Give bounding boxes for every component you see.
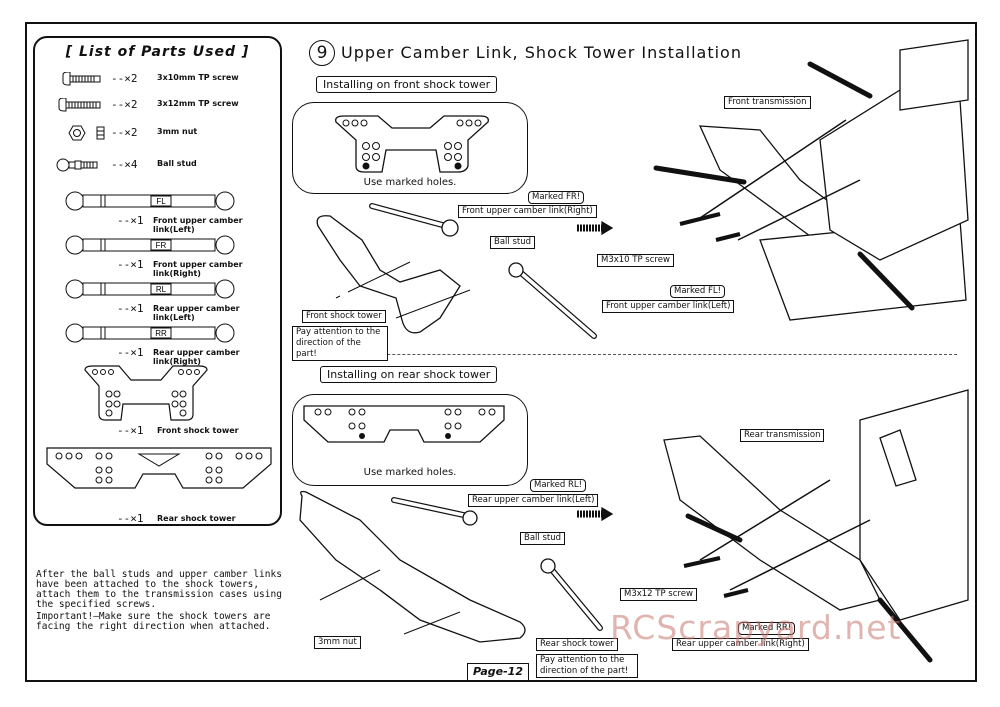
callout-front-shock-tower: Front shock tower <box>302 310 386 323</box>
page-number: Page-12 <box>467 663 529 681</box>
part-row-rear-link-right: RR --×1 Rear upper camber link(Right) <box>35 322 280 366</box>
ball-stud-icon <box>56 158 98 172</box>
instruction-note: After the ball studs and upper camber li… <box>36 569 282 610</box>
screw-icon <box>58 98 101 112</box>
part-row-front-tower: --×1 Front shock tower <box>35 364 280 440</box>
part-name: 3x10mm TP screw <box>157 73 239 82</box>
parts-list-title: [ List of Parts Used ] <box>65 44 250 60</box>
link-tag: FR <box>156 241 167 250</box>
part-name: Rear shock tower <box>157 514 236 523</box>
watermark: RCScrapyard.net <box>610 608 902 647</box>
callout-m3x10-screw: M3x10 TP screw <box>597 254 674 267</box>
callout-marked-fl: Marked FL! <box>670 285 726 298</box>
part-name: Rear upper camber link(Left) <box>153 304 240 322</box>
part-qty: --×1 <box>117 346 144 359</box>
part-qty: --×2 <box>111 98 138 111</box>
callout-front-link-right: Front upper camber link(Right) <box>458 205 597 218</box>
part-row-nut: --×2 3mm nut <box>35 124 280 144</box>
camber-link-icon: FL <box>65 191 235 211</box>
part-qty: --×1 <box>117 258 144 271</box>
rear-shock-tower-icon <box>46 447 272 489</box>
nut-icon <box>68 125 105 141</box>
part-qty: --×1 <box>117 424 144 437</box>
part-name: Ball stud <box>157 159 197 168</box>
part-row-ball-stud: --×4 Ball stud <box>35 156 280 176</box>
part-row-screw-12: --×2 3x12mm TP screw <box>35 96 280 116</box>
inset-caption: Use marked holes. <box>363 467 457 478</box>
camber-link-icon: RL <box>65 279 235 299</box>
callout-rear-transmission: Rear transmission <box>740 429 825 442</box>
part-row-front-link-left: FL --×1 Front upper camber link(Left) <box>35 190 280 234</box>
part-row-front-link-right: FR --×1 Front upper camber link(Right) <box>35 234 280 278</box>
callout-attention-rear: Pay attention to the direction of the pa… <box>536 654 638 678</box>
callout-rear-shock-tower: Rear shock tower <box>536 638 618 651</box>
link-tag: FL <box>156 197 166 206</box>
part-row-rear-link-left: RL --×1 Rear upper camber link(Left) <box>35 278 280 322</box>
callout-marked-rr: Marked RR! <box>738 622 796 635</box>
rear-tower-inset: Use marked holes. <box>292 394 528 486</box>
screw-icon <box>62 72 101 86</box>
inset-caption: Use marked holes. <box>363 177 457 188</box>
callout-m3x12-screw: M3x12 TP screw <box>620 588 697 601</box>
callout-marked-rl: Marked RL! <box>530 479 587 492</box>
camber-link-icon: FR <box>65 235 235 255</box>
part-name: 3x12mm TP screw <box>157 99 239 108</box>
important-note: Important!—Make sure the shock towers ar… <box>36 611 271 632</box>
part-name: Rear upper camber link(Right) <box>153 348 240 366</box>
callout-rear-link-left: Rear upper camber link(Left) <box>468 494 599 507</box>
part-qty: --×2 <box>111 126 138 139</box>
callout-rear-link-right: Rear upper camber link(Right) <box>672 638 809 651</box>
step-number: 9 <box>309 40 335 66</box>
part-row-screw-10: --×2 3x10mm TP screw <box>35 70 280 90</box>
camber-link-icon: RR <box>65 323 235 343</box>
callout-marked-fr: Marked FR! <box>528 191 585 204</box>
part-qty: --×1 <box>117 512 144 525</box>
callout-front-link-left: Front upper camber link(Left) <box>602 300 735 313</box>
part-name: 3mm nut <box>157 127 198 136</box>
callout-front-transmission: Front transmission <box>724 96 811 109</box>
part-name: Front upper camber link(Left) <box>153 216 243 234</box>
callout-ball-stud: Ball stud <box>490 236 536 249</box>
front-section-label: Installing on front shock tower <box>316 76 498 93</box>
front-tower-inset: Use marked holes. <box>292 102 528 194</box>
part-name: Front upper camber link(Right) <box>153 260 243 278</box>
callout-attention-front: Pay attention to the direction of the pa… <box>292 326 388 361</box>
part-qty: --×1 <box>117 302 144 315</box>
part-qty: --×2 <box>111 72 138 85</box>
part-qty: --×1 <box>117 214 144 227</box>
front-shock-tower-icon <box>84 365 208 421</box>
step-title: Upper Camber Link, Shock Tower Installat… <box>341 43 742 62</box>
part-qty: --×4 <box>111 158 138 171</box>
page-frame <box>25 22 977 682</box>
link-tag: RR <box>155 329 167 338</box>
callout-3mm-nut: 3mm nut <box>314 636 361 649</box>
rear-section-label: Installing on rear shock tower <box>320 366 498 383</box>
callout-ball-stud: Ball stud <box>520 532 566 545</box>
part-row-rear-tower: --×1 Rear shock tower <box>35 444 280 525</box>
link-tag: RL <box>156 285 167 294</box>
parts-list-box: [ List of Parts Used ] --×2 3x10mm TP sc… <box>33 36 282 526</box>
part-name: Front shock tower <box>157 426 239 435</box>
section-divider <box>292 354 957 355</box>
